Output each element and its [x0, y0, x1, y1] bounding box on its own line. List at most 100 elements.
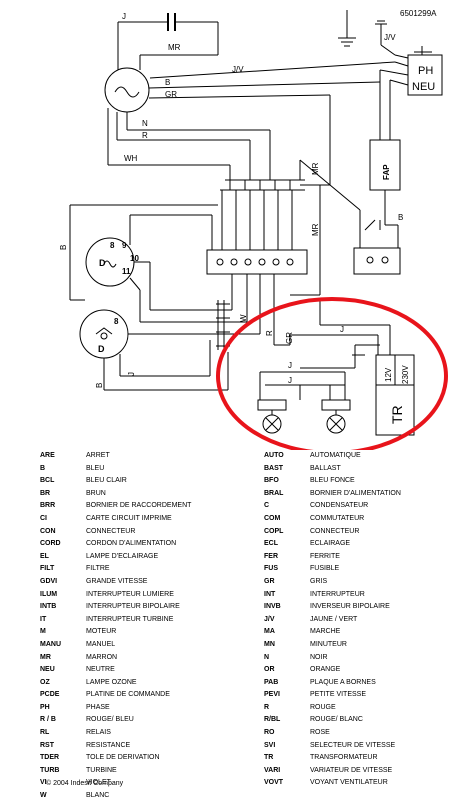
legend-desc: COMMUTATEUR	[310, 514, 365, 522]
legend-code: MANU	[40, 640, 61, 648]
legend-code: BRAL	[264, 489, 284, 497]
wire-label-j-top: J	[122, 12, 126, 21]
legend-code: W	[40, 792, 47, 800]
legend-desc: BLANC	[86, 792, 110, 800]
legend-row: TDER TOLE DE DERIVATION	[40, 752, 240, 765]
legend-code: B	[40, 464, 46, 472]
legend-desc: VIOLET	[86, 779, 111, 787]
label-neu: NEU	[412, 81, 435, 93]
label-pin-11: 11	[122, 267, 131, 276]
wire-label-gr-motor: GR	[165, 90, 177, 99]
legend-desc: MARCHE	[310, 628, 341, 636]
legend-code: PAB	[264, 678, 279, 686]
legend-desc: CONNECTEUR	[86, 527, 136, 535]
legend-desc: GRANDE VITESSE	[86, 577, 148, 585]
legend-desc: NEUTRE	[86, 666, 115, 674]
legend-desc: PLATINE DE COMMANDE	[86, 691, 170, 699]
wire-label-n: N	[142, 119, 148, 128]
wire-label-b-right: B	[398, 213, 403, 222]
legend-desc: CONDENSATEUR	[310, 502, 369, 510]
legend-desc: ROUGE/ BLEU	[86, 716, 134, 724]
legend-code: TR	[264, 754, 274, 762]
wire-label-j-lamp2: J	[288, 376, 292, 385]
legend-code: GR	[264, 577, 275, 585]
legend-code: EL	[40, 552, 49, 560]
legend-code: OZ	[40, 678, 50, 686]
legend-code: AUTO	[264, 452, 284, 459]
legend-code: R	[264, 703, 270, 711]
legend-desc: INTERRUPTEUR BIPOLAIRE	[86, 603, 180, 611]
wire-label-jv-right: J/V	[384, 33, 396, 42]
wire-label-b-motor: B	[165, 78, 170, 87]
legend-code: MA	[264, 628, 275, 636]
legend-code: M	[40, 628, 46, 636]
legend-desc: JAUNE / VERT	[310, 615, 358, 623]
legend-code: BFO	[264, 477, 279, 485]
legend-row: M MOTEUR	[40, 626, 240, 639]
legend-desc: CONNECTEUR	[310, 527, 360, 535]
legend-desc: RESISTANCE	[86, 741, 131, 749]
legend-desc: CARTE CIRCUIT IMPRIME	[86, 514, 172, 522]
legend-desc: BLEU FONCE	[310, 477, 355, 485]
legend-row: COM COMMUTATEUR	[264, 513, 460, 526]
legend-desc: INTERRUPTEUR TURBINE	[86, 615, 174, 623]
wire-label-jv: J/V	[232, 65, 244, 74]
legend-code: R / B	[40, 716, 56, 724]
legend-code: COM	[264, 514, 281, 522]
legend-code: INT	[264, 590, 276, 598]
copyright: © 2004 Indesit Company	[46, 780, 124, 787]
legend-code: INVB	[264, 603, 281, 611]
legend-code: TDER	[40, 754, 60, 762]
legend-row: COPL CONNECTEUR	[264, 526, 460, 539]
legend-row: MA MARCHE	[264, 626, 460, 639]
legend-desc: FUSIBLE	[310, 565, 340, 573]
legend-code: VARI	[264, 766, 281, 774]
legend-code: BRR	[40, 502, 56, 510]
legend-desc: ROUGE	[310, 703, 336, 711]
label-lamp-switch-d: D	[98, 344, 105, 354]
legend-code: MR	[40, 653, 51, 661]
legend-row: MR MARRON	[40, 652, 240, 665]
legend-desc: MARRON	[86, 653, 118, 661]
wire-label-mr-top: MR	[168, 43, 181, 52]
legend-desc: TURBINE	[86, 766, 117, 774]
legend-desc: MOTEUR	[86, 628, 117, 636]
legend-code: ARE	[40, 452, 55, 459]
legend-code: CORD	[40, 540, 61, 548]
label-pin-10: 10	[130, 254, 139, 263]
legend-desc: CORDON D'ALIMENTATION	[86, 540, 177, 548]
legend-code: OR	[264, 666, 275, 674]
legend-desc: BALLAST	[310, 464, 341, 472]
legend-code: BR	[40, 489, 51, 497]
legend-desc: PETITE VITESSE	[310, 691, 367, 699]
label-230v: 230V	[401, 365, 410, 384]
legend-desc: TOLE DE DERIVATION	[86, 754, 160, 762]
legend-code: RO	[264, 729, 275, 737]
label-switch-d: D	[99, 258, 106, 268]
wire-label-mr-mid: MR	[311, 162, 320, 175]
legend-desc: FERRITE	[310, 552, 340, 560]
legend-code: N	[264, 653, 270, 661]
wire-label-r-lower: R	[265, 330, 274, 336]
legend-code: COPL	[264, 527, 284, 535]
legend-desc: MINUTEUR	[310, 640, 347, 648]
legend-code: FILT	[40, 565, 55, 573]
wiring-diagram: 6501299A J MR J/V J/V B GR N R WH MR B B…	[59, 9, 448, 450]
